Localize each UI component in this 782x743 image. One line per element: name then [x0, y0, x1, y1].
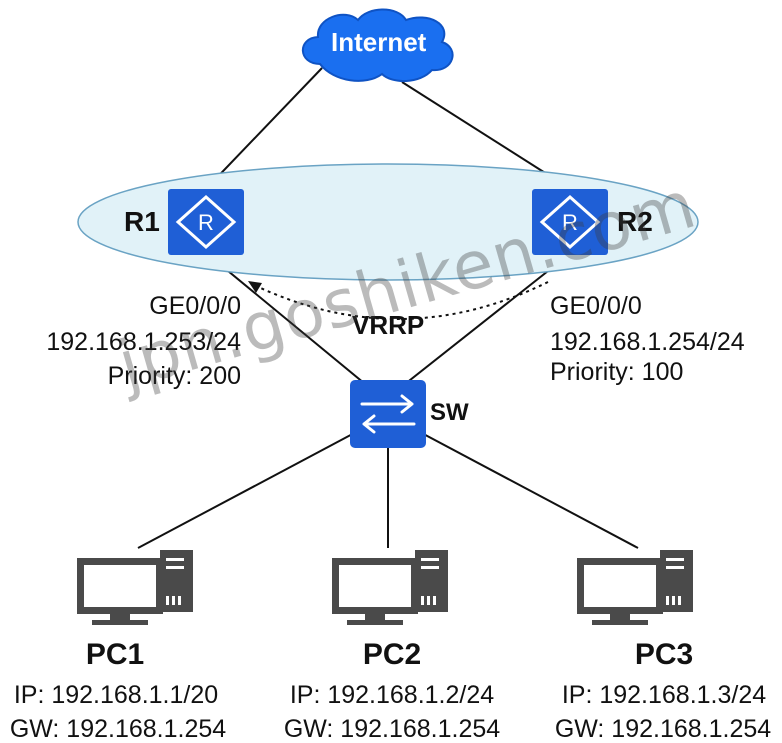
link-sw-pc3 [415, 429, 639, 549]
link-sw-pc1 [137, 429, 361, 549]
r1-interface-label: GE0/0/0 [149, 292, 241, 320]
pc1-name: PC1 [85, 638, 145, 671]
switch-icon[interactable] [350, 380, 426, 448]
r2-interface-label: GE0/0/0 [550, 292, 642, 320]
router-r2-label: R2 [617, 206, 653, 237]
svg-text:R: R [198, 210, 214, 235]
pc2-icon[interactable] [332, 550, 448, 625]
pc2-ip: IP: 192.168.1.2/24 [289, 681, 495, 709]
router-r2-icon[interactable]: R [532, 189, 608, 255]
router-r1-label: R1 [124, 206, 160, 237]
links [137, 67, 639, 549]
r2-priority-label: Priority: 100 [550, 358, 684, 386]
r2-ip-label: 192.168.1.254/24 [550, 328, 745, 356]
vrrp-arrowhead [248, 281, 262, 293]
link-r2-sw [399, 251, 573, 389]
r1-priority-label: Priority: 200 [107, 362, 241, 390]
pc1-icon[interactable] [77, 550, 193, 625]
pc2-name: PC2 [362, 638, 422, 671]
router-r1-icon[interactable]: R [168, 189, 244, 255]
internet-cloud-icon[interactable] [301, 8, 454, 82]
vrrp-label: VRRP [352, 310, 425, 340]
link-internet-r1 [204, 67, 323, 191]
pc2-gw: GW: 192.168.1.254 [283, 715, 501, 743]
pc3-gw: GW: 192.168.1.254 [554, 715, 772, 743]
pc3-name: PC3 [634, 638, 694, 671]
link-r1-sw [204, 251, 371, 389]
pc3-ip: IP: 192.168.1.3/24 [561, 681, 767, 709]
pc1-gw: GW: 192.168.1.254 [9, 715, 227, 743]
pc1-ip: IP: 192.168.1.1/20 [13, 681, 219, 709]
r1-ip-label: 192.168.1.253/24 [46, 328, 241, 356]
switch-label: SW [430, 399, 469, 426]
internet-label: Internet [331, 27, 427, 57]
pc3-icon[interactable] [577, 550, 693, 625]
svg-text:R: R [562, 210, 578, 235]
